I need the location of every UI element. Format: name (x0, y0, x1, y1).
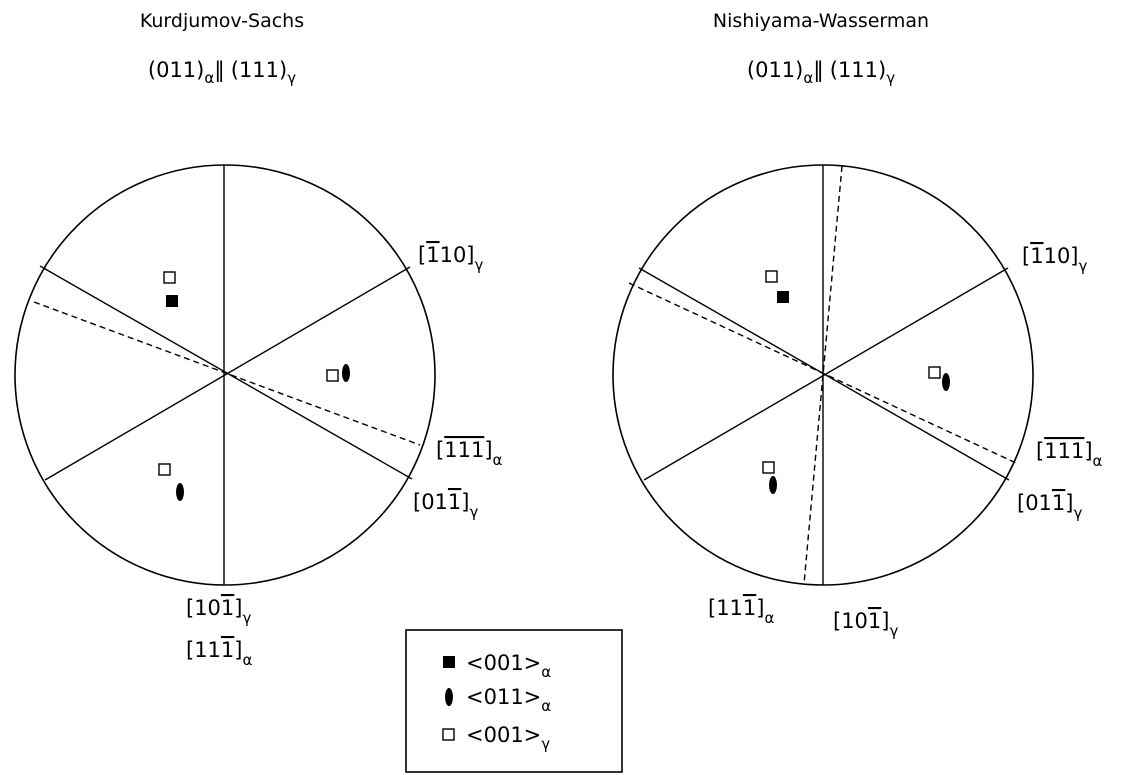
pole-001-alpha (777, 291, 789, 303)
label-direction-11-1-alpha: [111]α (708, 596, 775, 627)
legend-marker-open-square (442, 728, 455, 741)
pole-011-alpha (942, 373, 950, 391)
legend-item: <011>α (466, 685, 551, 715)
legend-marker-filled-ellipse (445, 688, 453, 706)
trace-line-110-gamma (643, 267, 1009, 481)
label-direction-11-1-alpha: [111]α (186, 638, 253, 669)
panel-kurdjumov-sachs: Kurdjumov-Sachs (011)α‖(111)γ [110]γ [11… (14, 10, 503, 669)
panel-title: Nishiyama-Wasserman (713, 10, 929, 32)
habit-plane-relation: (011)α‖(111)γ (747, 58, 895, 87)
label-direction-110-gamma: [110]γ (1022, 244, 1088, 275)
pole-001-gamma (163, 271, 176, 284)
label-direction-10-1-gamma: [101]γ (833, 609, 899, 640)
pole-001-gamma (326, 369, 339, 382)
trace-line-110-gamma (44, 266, 411, 481)
pole-011-alpha (342, 364, 350, 382)
pole-001-gamma (762, 461, 775, 474)
pole-001-gamma (158, 463, 171, 476)
panel-title: Kurdjumov-Sachs (140, 10, 304, 32)
pole-001-alpha (166, 295, 178, 307)
panel-nishiyama-wasserman: Nishiyama-Wasserman (011)α‖(111)γ [110]γ… (612, 10, 1103, 640)
pole-011-alpha (769, 476, 777, 494)
stereographic-projection-circle (14, 164, 436, 586)
label-direction-110-gamma: [110]γ (418, 243, 484, 274)
label-direction-01-1-gamma: [011]γ (413, 490, 479, 521)
trace-line-111-alpha (628, 282, 1017, 464)
pole-001-gamma (765, 270, 778, 283)
legend-marker-filled-square (443, 656, 455, 668)
legend: <001>α <011>α <001>γ (405, 629, 623, 773)
trace-line-111-alpha (33, 301, 421, 446)
legend-box (405, 629, 623, 773)
label-direction-01-1-gamma: [011]γ (1017, 491, 1083, 522)
pole-011-alpha (176, 483, 184, 501)
label-direction-10-1-gamma: [101]γ (186, 596, 252, 627)
pole-001-gamma (928, 366, 941, 379)
label-direction-111-alpha: [111]α (1036, 439, 1103, 470)
label-direction-111-alpha: [111]α (436, 438, 503, 469)
habit-plane-relation: (011)α‖(111)γ (148, 58, 296, 87)
legend-item: <001>α (466, 651, 551, 681)
legend-item: <001>γ (466, 723, 550, 753)
